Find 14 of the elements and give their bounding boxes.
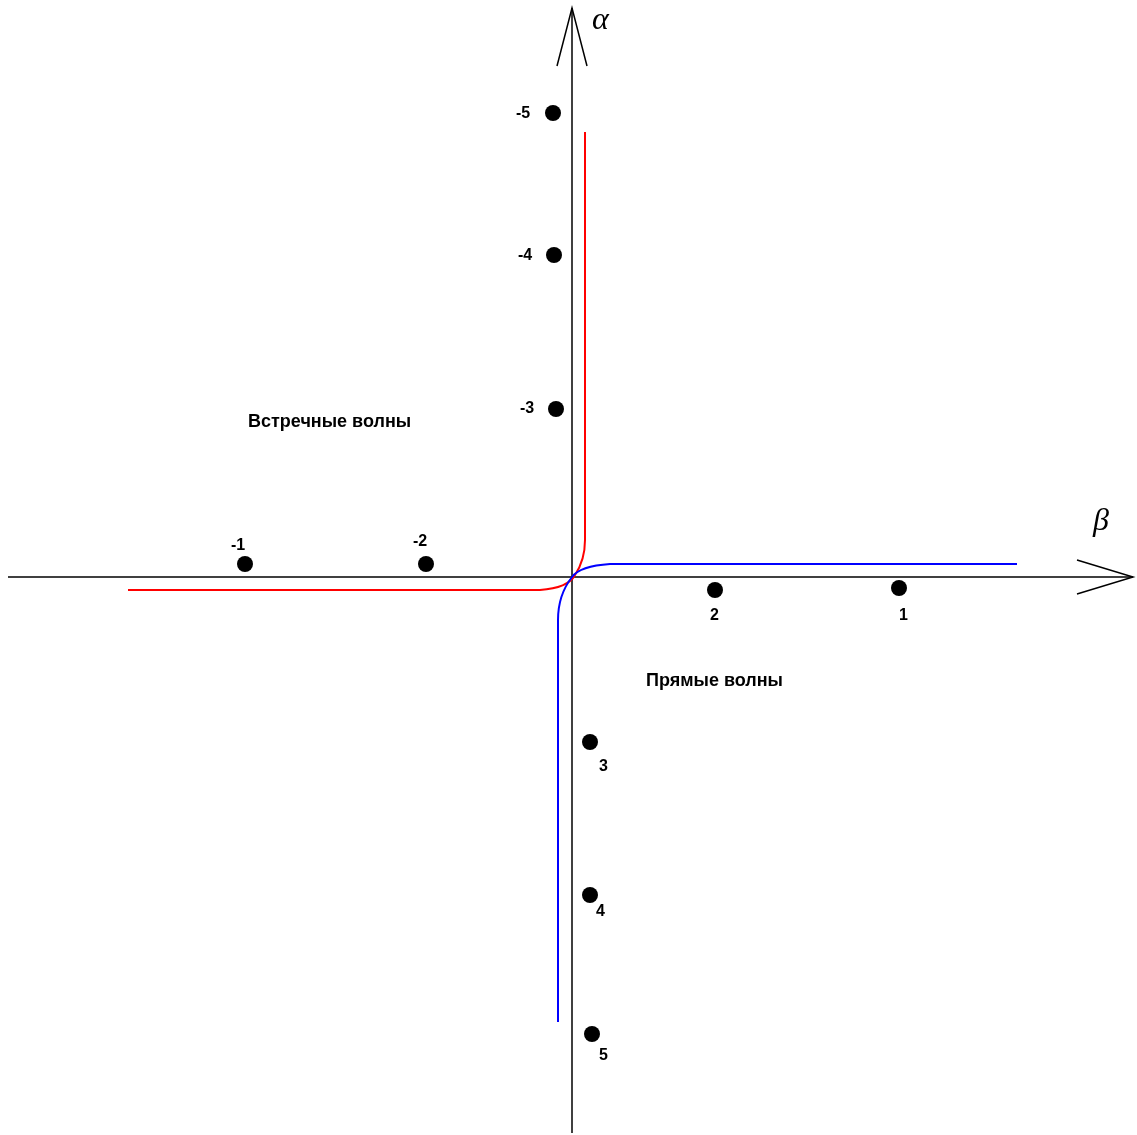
point-label: -4 xyxy=(518,247,533,263)
point-label: -3 xyxy=(520,400,535,416)
point-label: 1 xyxy=(899,607,908,623)
point-label: -5 xyxy=(516,105,531,121)
point-label: -2 xyxy=(413,533,428,549)
region-label: Встречные волны xyxy=(248,412,412,430)
point-label: 4 xyxy=(596,903,605,919)
axis-label: β xyxy=(1093,503,1109,535)
point-label: 3 xyxy=(599,758,608,774)
point-label: 2 xyxy=(710,607,719,623)
axis-label: α xyxy=(592,2,609,34)
region-label: Прямые волны xyxy=(646,671,783,689)
point-label: 5 xyxy=(599,1047,608,1063)
point-label: -1 xyxy=(231,537,246,553)
